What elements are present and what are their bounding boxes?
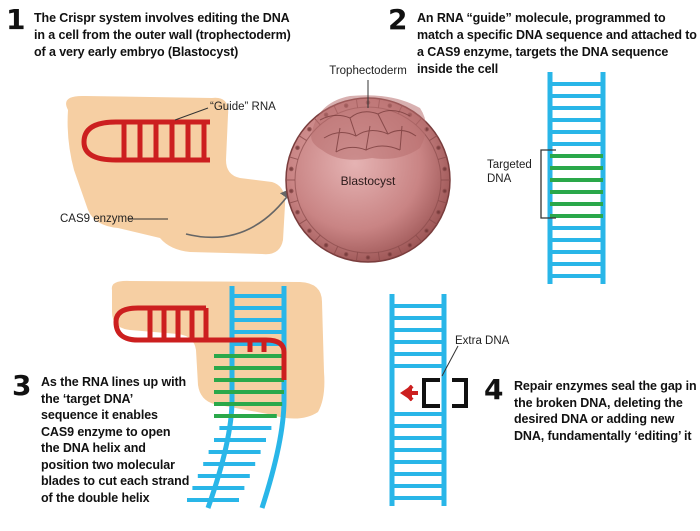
- step-2-number: 2: [388, 3, 408, 36]
- guide-rna-panel1: [81, 119, 210, 163]
- extra-dna-insert: [422, 378, 468, 408]
- cell-nucleus: [295, 145, 300, 151]
- extra-dna-pointer: [441, 345, 459, 377]
- cas9-label: CAS9 enzyme: [60, 213, 134, 225]
- cell-nucleus: [307, 228, 312, 234]
- blastocyst-label: Blastocyst: [340, 174, 396, 188]
- to-blastocyst-arrow: [185, 187, 294, 239]
- cell-wall-divider: [429, 135, 438, 141]
- step-3-text: As the RNA lines up with the ‘target DNA…: [41, 375, 190, 505]
- guide-rna-pointer: [174, 107, 209, 121]
- cell-nucleus: [436, 145, 441, 151]
- cell-wall-divider: [289, 200, 299, 204]
- blastocyst: [285, 95, 451, 263]
- cell-wall-divider: [397, 246, 403, 255]
- cell-wall-divider: [333, 246, 339, 255]
- cell-nucleus: [288, 188, 294, 194]
- step-1-text: The Crispr system involves editing the D…: [34, 11, 291, 59]
- cell-wall-divider: [377, 252, 381, 262]
- trophectoderm-label: Trophectoderm: [329, 65, 407, 77]
- step-4-text: Repair enzymes seal the gap in the broke…: [514, 379, 697, 443]
- dna-panel2: [547, 72, 606, 284]
- cell-nucleus: [407, 242, 413, 248]
- guide-rna-panel3: [113, 305, 287, 380]
- cell-nucleus: [442, 188, 448, 194]
- cell-wall-divider: [355, 252, 359, 262]
- cell-wall-divider: [289, 156, 299, 160]
- targeted-dna-label: Targeted DNA: [487, 159, 532, 185]
- cell-wall-divider: [429, 219, 438, 225]
- cell-nucleus: [323, 242, 329, 248]
- cell-wall-divider: [298, 135, 307, 141]
- cell-nucleus: [288, 166, 294, 172]
- step-2-text: An RNA “guide” molecule, programmed to m…: [417, 11, 697, 76]
- step-4-number: 4: [484, 373, 504, 406]
- targeted-dna-bracket: [540, 149, 556, 219]
- cell-nucleus: [343, 252, 349, 257]
- cas9-enzyme-shape: [66, 95, 286, 255]
- cell-nucleus: [295, 209, 300, 215]
- cell-nucleus: [387, 252, 393, 257]
- extra-dna-label: Extra DNA: [455, 335, 510, 347]
- cell-wall-divider: [437, 156, 447, 160]
- step-1-number: 1: [6, 3, 26, 36]
- cell-nucleus: [365, 255, 371, 260]
- guide-rna-label: “Guide” RNA: [210, 101, 276, 113]
- dna-panel3: [187, 286, 287, 509]
- step-3-number: 3: [12, 369, 32, 402]
- cell-wall-divider: [298, 219, 307, 225]
- cell-wall-divider: [313, 234, 321, 243]
- cell-nucleus: [436, 209, 441, 215]
- cell-nucleus: [424, 228, 429, 234]
- cell-nucleus: [307, 126, 312, 132]
- cell-wall-divider: [437, 200, 447, 204]
- dna-panel4: [389, 294, 447, 506]
- cas9-enzyme-panel3: [111, 280, 325, 419]
- cell-wall-divider: [415, 234, 423, 243]
- cell-nucleus: [442, 166, 448, 172]
